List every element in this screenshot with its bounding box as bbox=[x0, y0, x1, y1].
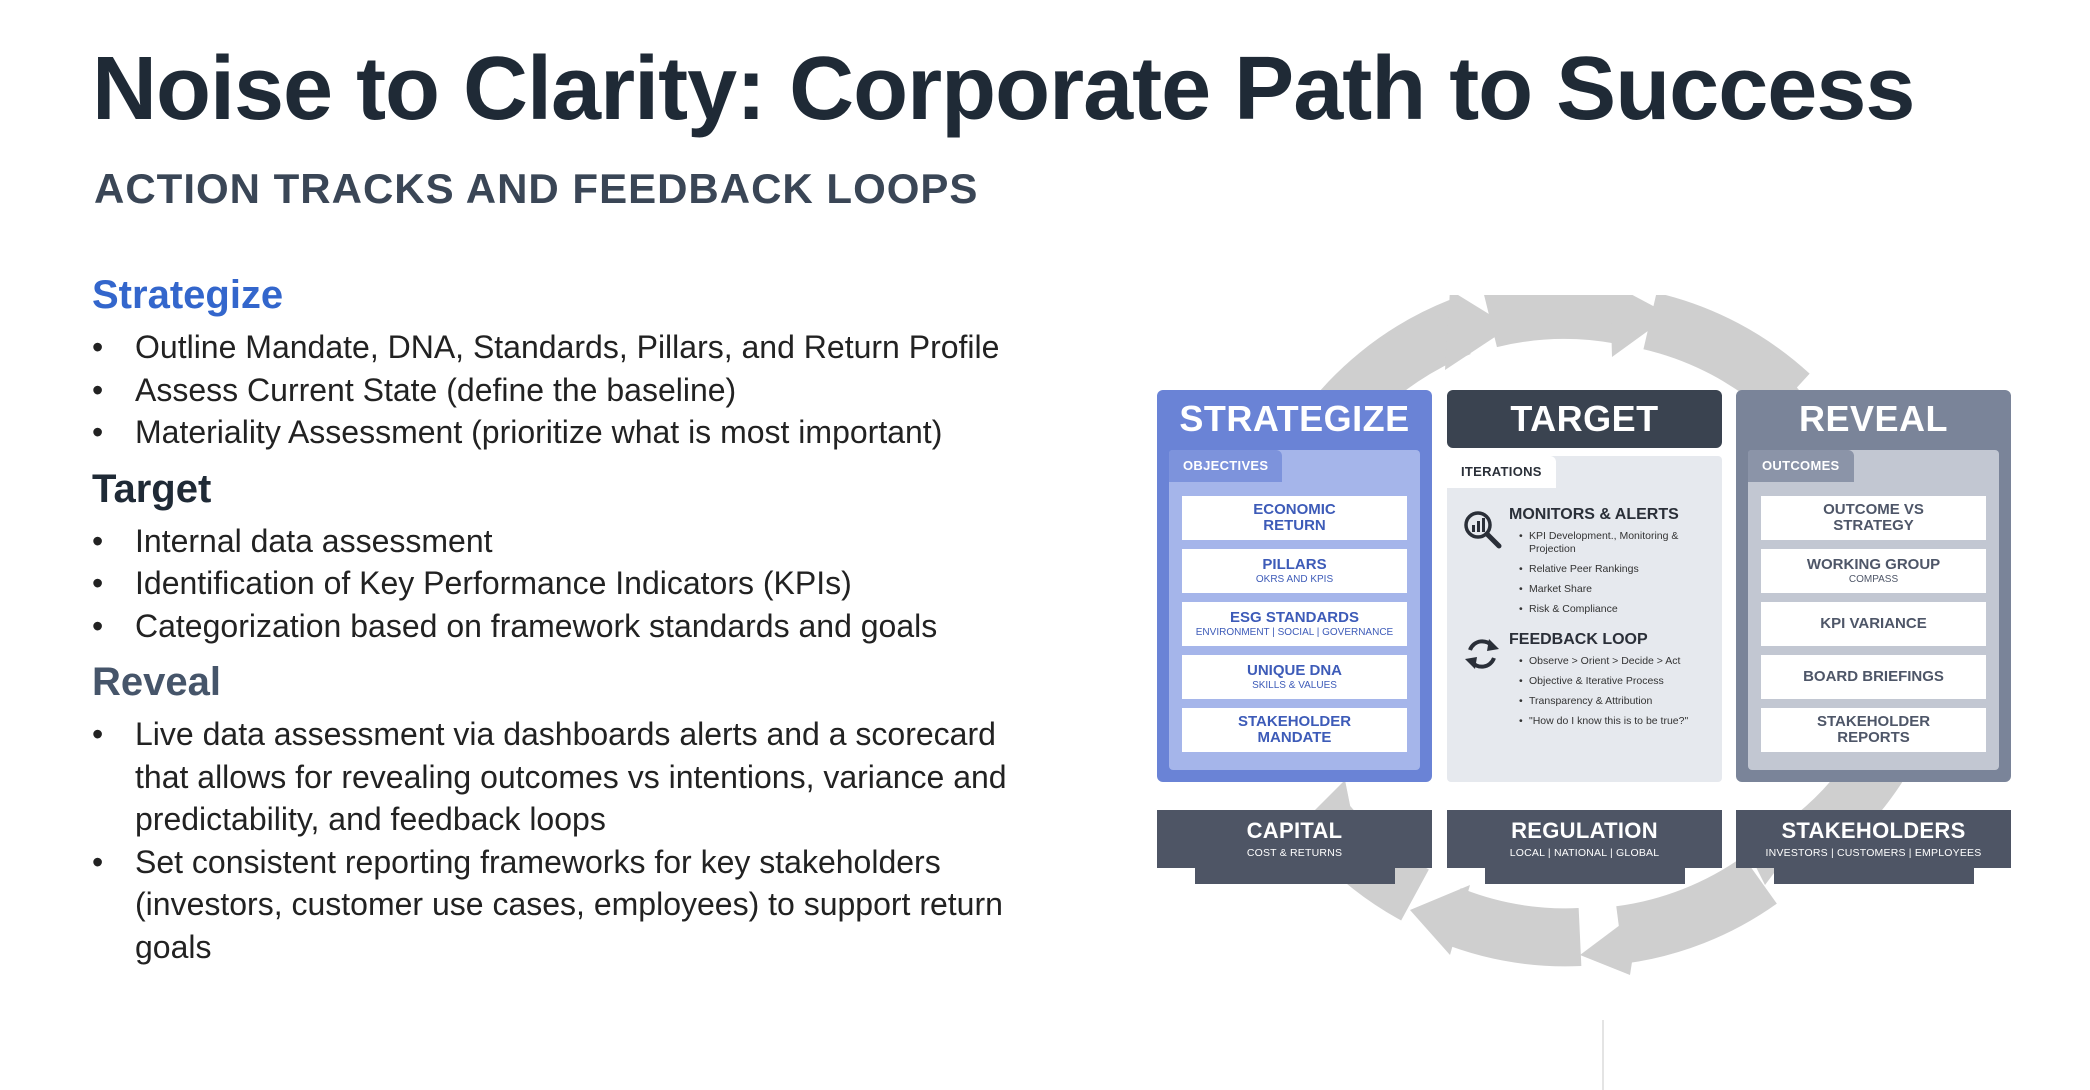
card-sublabel: COMPASS bbox=[1848, 574, 1899, 585]
outcome-card: KPI VARIANCE bbox=[1761, 602, 1986, 646]
outcome-card: BOARD BRIEFINGS bbox=[1761, 655, 1986, 699]
card-label: STAKEHOLDER MANDATE bbox=[1237, 713, 1352, 746]
footer-title: REGULATION bbox=[1511, 818, 1658, 843]
page-title: Noise to Clarity: Corporate Path to Succ… bbox=[92, 39, 1915, 139]
target-column: TARGET ITERATIONS MONITORS & ALERTS KPI … bbox=[1447, 390, 1722, 782]
objective-card: ECONOMIC RETURN bbox=[1182, 496, 1407, 540]
objective-card: ESG STANDARDS ENVIRONMENT | SOCIAL | GOV… bbox=[1182, 602, 1407, 646]
outcome-card: OUTCOME VS STRATEGY bbox=[1761, 496, 1986, 540]
regulation-footer: REGULATION LOCAL | NATIONAL | GLOBAL bbox=[1447, 810, 1722, 884]
objectives-panel: OBJECTIVES ECONOMIC RETURN PILLARS OKRS … bbox=[1169, 450, 1420, 770]
target-column-title: TARGET bbox=[1447, 390, 1722, 448]
objective-card: PILLARS OKRS AND KPIS bbox=[1182, 549, 1407, 593]
card-label: ESG STANDARDS bbox=[1230, 609, 1359, 626]
page-subtitle: ACTION TRACKS AND FEEDBACK LOOPS bbox=[94, 165, 979, 212]
action-tracks-list: Strategize Outline Mandate, DNA, Standar… bbox=[92, 270, 1012, 978]
card-label: PILLARS bbox=[1262, 556, 1327, 573]
list-item: Observe > Orient > Decide > Act bbox=[1519, 655, 1704, 668]
divider-line bbox=[1602, 1020, 1604, 1090]
card-label: ECONOMIC RETURN bbox=[1253, 501, 1336, 534]
list-item: Live data assessment via dashboards aler… bbox=[92, 713, 1012, 841]
list-item: Internal data assessment bbox=[92, 520, 1012, 563]
list-item: Assess Current State (define the baselin… bbox=[92, 369, 1012, 412]
target-bullets: Internal data assessment Identification … bbox=[92, 520, 1012, 648]
strategize-column: STRATEGIZE OBJECTIVES ECONOMIC RETURN PI… bbox=[1157, 390, 1432, 782]
reveal-bullets: Live data assessment via dashboards aler… bbox=[92, 713, 1012, 968]
objective-card: STAKEHOLDER MANDATE bbox=[1182, 708, 1407, 752]
refresh-icon bbox=[1465, 639, 1499, 669]
capital-footer: CAPITAL COST & RETURNS bbox=[1157, 810, 1432, 884]
list-item: Transparency & Attribution bbox=[1519, 695, 1704, 708]
card-label: BOARD BRIEFINGS bbox=[1803, 668, 1944, 685]
magnifier-chart-icon bbox=[1464, 511, 1502, 549]
card-sublabel: ENVIRONMENT | SOCIAL | GOVERNANCE bbox=[1195, 627, 1394, 638]
list-item: Set consistent reporting frameworks for … bbox=[92, 841, 1012, 969]
card-label: KPI VARIANCE bbox=[1820, 615, 1927, 632]
strategize-column-title: STRATEGIZE bbox=[1179, 398, 1410, 439]
section-heading-target: Target bbox=[92, 466, 212, 511]
footer-subtitle: COST & RETURNS bbox=[1246, 847, 1343, 859]
list-item: Risk & Compliance bbox=[1519, 603, 1704, 616]
card-label: WORKING GROUP bbox=[1806, 556, 1941, 573]
card-label: OUTCOME VS STRATEGY bbox=[1823, 501, 1924, 534]
stakeholders-footer: STAKEHOLDERS INVESTORS | CUSTOMERS | EMP… bbox=[1736, 810, 2011, 884]
section-heading-reveal: Reveal bbox=[92, 660, 221, 704]
outcomes-tab: OUTCOMES bbox=[1748, 450, 1854, 482]
feedback-loop-title: FEEDBACK LOOP bbox=[1509, 631, 1648, 648]
outcome-card: STAKEHOLDER REPORTS bbox=[1761, 708, 1986, 752]
list-item: Objective & Iterative Process bbox=[1519, 675, 1704, 688]
reveal-column: REVEAL OUTCOMES OUTCOME VS STRATEGY WORK… bbox=[1736, 390, 2011, 782]
list-item: KPI Development., Monitoring & Projectio… bbox=[1519, 530, 1704, 556]
footer-title: STAKEHOLDERS bbox=[1781, 818, 1966, 843]
card-sublabel: OKRS AND KPIS bbox=[1255, 574, 1334, 585]
list-item: Materiality Assessment (prioritize what … bbox=[92, 411, 1012, 454]
card-sublabel: SKILLS & VALUES bbox=[1252, 680, 1337, 691]
card-label: UNIQUE DNA bbox=[1246, 662, 1342, 679]
list-item: Market Share bbox=[1519, 583, 1704, 596]
list-item: Outline Mandate, DNA, Standards, Pillars… bbox=[92, 326, 1012, 369]
monitors-alerts-list: KPI Development., Monitoring & Projectio… bbox=[1519, 530, 1704, 623]
path-to-success-diagram: STRATEGIZE OBJECTIVES ECONOMIC RETURN PI… bbox=[1150, 295, 2020, 975]
monitors-alerts-title: MONITORS & ALERTS bbox=[1509, 506, 1679, 523]
list-item: Categorization based on framework standa… bbox=[92, 605, 1012, 648]
list-item: Relative Peer Rankings bbox=[1519, 563, 1704, 576]
iterations-panel: ITERATIONS MONITORS & ALERTS KPI Develop… bbox=[1447, 456, 1722, 782]
footer-subtitle: INVESTORS | CUSTOMERS | EMPLOYEES bbox=[1765, 847, 1982, 859]
list-item: "How do I know this is to be true?" bbox=[1519, 715, 1704, 728]
footer-subtitle: LOCAL | NATIONAL | GLOBAL bbox=[1509, 847, 1660, 859]
outcomes-panel: OUTCOMES OUTCOME VS STRATEGY WORKING GRO… bbox=[1748, 450, 1999, 770]
list-item: Identification of Key Performance Indica… bbox=[92, 562, 1012, 605]
objective-card: UNIQUE DNA SKILLS & VALUES bbox=[1182, 655, 1407, 699]
footer-title: CAPITAL bbox=[1246, 818, 1343, 843]
card-label: STAKEHOLDER REPORTS bbox=[1816, 713, 1931, 746]
reveal-column-title: REVEAL bbox=[1798, 398, 1949, 439]
section-heading-strategize: Strategize bbox=[92, 273, 284, 317]
objectives-tab: OBJECTIVES bbox=[1169, 450, 1283, 482]
outcome-card: WORKING GROUP COMPASS bbox=[1761, 549, 1986, 593]
feedback-loop-list: Observe > Orient > Decide > Act Objectiv… bbox=[1519, 655, 1704, 735]
strategize-bullets: Outline Mandate, DNA, Standards, Pillars… bbox=[92, 326, 1012, 454]
iterations-tab: ITERATIONS bbox=[1447, 456, 1556, 488]
